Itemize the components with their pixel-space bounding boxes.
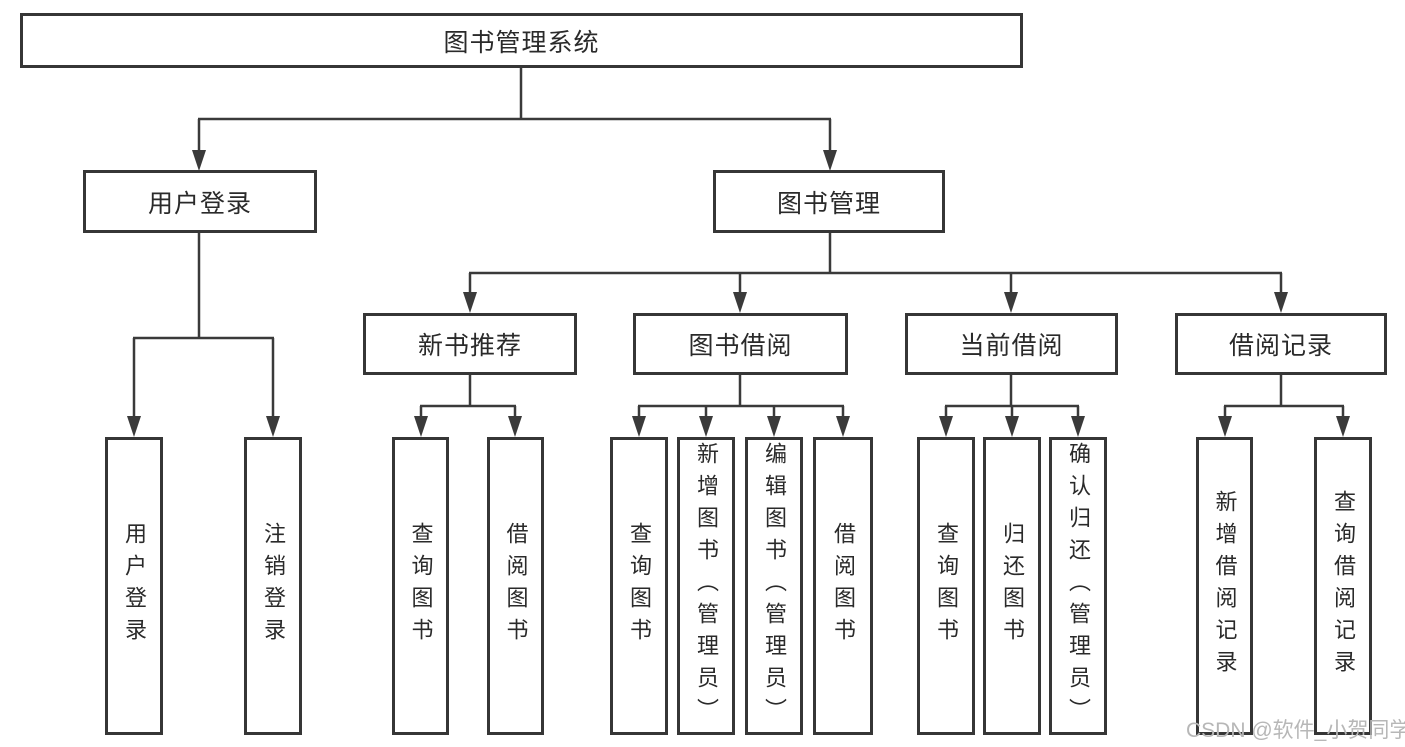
tree-edges: [132, 68, 1345, 420]
leaf-label: 查询图书: [627, 522, 652, 650]
leaf-records-add: 新增借阅记录: [1196, 437, 1253, 735]
node-library-management-system: 图书管理系统: [20, 13, 1023, 68]
leaf-label: 借阅图书: [831, 522, 856, 650]
leaf-label: 确认归还（管理员）: [1066, 442, 1091, 730]
csdn-watermark: CSDN @软件_小贺同学: [1186, 719, 1405, 742]
leaf-label: 用户登录: [122, 522, 147, 650]
node-book-management: 图书管理: [713, 170, 945, 233]
leaf-current-confirm-admin: 确认归还（管理员）: [1049, 437, 1107, 735]
node-book-borrowing: 图书借阅: [633, 313, 848, 375]
leaf-newbooks-borrow: 借阅图书: [487, 437, 544, 735]
leaf-label: 归还图书: [1000, 522, 1025, 650]
leaf-label: 新增借阅记录: [1212, 490, 1238, 682]
node-borrowing-records: 借阅记录: [1175, 313, 1387, 375]
leaf-newbooks-query: 查询图书: [392, 437, 449, 735]
leaf-label: 查询图书: [934, 522, 959, 650]
node-current-borrowing: 当前借阅: [905, 313, 1118, 375]
leaf-borrow-borrow: 借阅图书: [813, 437, 873, 735]
leaf-label: 注销登录: [261, 522, 286, 650]
leaf-borrow-add-admin: 新增图书（管理员）: [677, 437, 735, 735]
leaf-label: 查询图书: [408, 522, 434, 650]
leaf-records-query: 查询借阅记录: [1314, 437, 1372, 735]
node-new-book-recommend: 新书推荐: [363, 313, 577, 375]
leaf-current-query: 查询图书: [917, 437, 975, 735]
leaf-label: 借阅图书: [503, 522, 529, 650]
leaf-label: 新增图书（管理员）: [694, 442, 719, 730]
node-user-login: 用户登录: [83, 170, 317, 233]
leaf-label: 编辑图书（管理员）: [762, 442, 787, 730]
leaf-borrow-edit-admin: 编辑图书（管理员）: [745, 437, 803, 735]
leaf-borrow-query: 查询图书: [610, 437, 668, 735]
leaf-logout: 注销登录: [244, 437, 302, 735]
leaf-label: 查询借阅记录: [1331, 490, 1356, 682]
leaf-current-return: 归还图书: [983, 437, 1041, 735]
leaf-user-login: 用户登录: [105, 437, 163, 735]
arrowheads: [127, 150, 1350, 437]
